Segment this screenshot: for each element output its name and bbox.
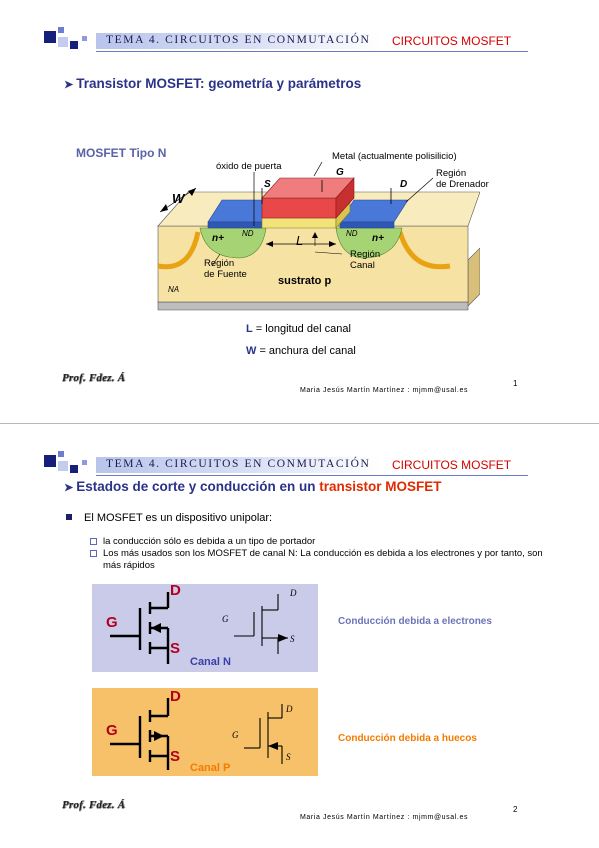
length-legend: L = longitud del canal <box>246 323 351 335</box>
main-bullet: El MOSFET es un dispositivo unipolar: <box>66 512 272 524</box>
slide-1: TEMA 4. CIRCUITOS EN CONMUTACIÓN CIRCUIT… <box>44 27 528 394</box>
footer-author: Maria Jesús Martín Martínez : mjmm@usal.… <box>300 814 469 821</box>
slide-divider <box>0 423 599 424</box>
metal-label: Metal (actualmente polisilicio) <box>332 151 457 162</box>
length-legend-text: = longitud del canal <box>252 323 351 335</box>
arrow-bullet-icon: ➤ <box>64 79 74 91</box>
drain-nd-label: ND <box>346 229 358 238</box>
length-label: L <box>296 233 304 248</box>
header-decoration <box>44 27 104 53</box>
source-region-label: Región de Fuente <box>204 258 247 280</box>
oxide-label: óxido de puerta <box>216 161 282 172</box>
source-n-plus-label: n+ <box>212 233 224 244</box>
slide-2: TEMA 4. CIRCUITOS EN CONMUTACIÓN CIRCUIT… <box>0 424 599 848</box>
slide-heading-text: Transistor MOSFET: geometría y parámetro… <box>76 76 362 91</box>
length-legend-letter: L <box>246 323 253 335</box>
p-channel-mosfet-symbol <box>110 698 170 770</box>
n-panel-caption: Canal N <box>190 656 231 668</box>
n-schematic-drain-label: D <box>290 588 297 598</box>
p-channel-panel: D G S Canal P <box>92 688 318 776</box>
header-topic: CIRCUITOS MOSFET <box>392 34 512 48</box>
p-channel-schematic-symbol: D G S <box>228 702 318 772</box>
slide-heading-accent: transistor MOSFET <box>319 479 442 494</box>
p-schematic-drain-label: D <box>286 704 293 714</box>
sub-bullet-text: la conducción sólo es debida a un tipo d… <box>103 536 316 547</box>
signature: Prof. Fdez. Á <box>62 372 126 384</box>
signature: Prof. Fdez. Á <box>62 799 126 811</box>
width-legend: W = anchura del canal <box>246 345 356 357</box>
arrow-bullet-icon: ➤ <box>64 482 74 494</box>
slide-heading: ➤Estados de corte y conducción en un tra… <box>64 479 442 494</box>
header-topic: CIRCUITOS MOSFET <box>392 458 512 472</box>
mosfet-cross-section-graphic <box>157 161 480 311</box>
source-nd-label: ND <box>242 229 254 238</box>
n-channel-mosfet-symbol <box>110 592 170 664</box>
slide-heading-text: Estados de corte y conducción en un <box>76 479 320 494</box>
width-legend-text: = anchura del canal <box>256 345 356 357</box>
n-channel-panel: D G S Canal N <box>92 582 318 672</box>
sub-bullet-item: la conducción sólo es debida a un tipo d… <box>90 536 550 548</box>
width-label: W <box>172 191 185 206</box>
n-panel-source-label: S <box>170 640 181 657</box>
slide-heading: ➤Transistor MOSFET: geometría y parámetr… <box>64 76 361 91</box>
na-label: NA <box>168 285 180 294</box>
page-number: 1 <box>513 379 518 388</box>
page-number: 2 <box>513 805 518 814</box>
hollow-square-bullet-icon <box>90 538 97 545</box>
header-rule <box>96 51 528 52</box>
header-band <box>96 33 380 49</box>
sub-bullet-item: Los más usados son los MOSFET de canal N… <box>90 548 550 572</box>
p-schematic-gate-label: G <box>232 730 239 740</box>
width-legend-letter: W <box>246 345 257 357</box>
mosfet-type-label: MOSFET Tipo N <box>76 146 167 160</box>
drain-terminal-label: D <box>400 179 408 190</box>
source-terminal-label: S <box>264 179 271 190</box>
p-panel-source-label: S <box>170 748 181 765</box>
footer-author: Maria Jesús Martín Martínez : mjmm@usal.… <box>300 387 469 394</box>
n-panel-gate-label: G <box>106 614 118 631</box>
n-channel-schematic-symbol: D G S <box>218 588 318 660</box>
p-panel-caption: Canal P <box>190 762 231 774</box>
main-bullet-text: El MOSFET es un dispositivo unipolar: <box>84 512 273 524</box>
p-panel-drain-label: D <box>170 688 181 705</box>
n-conduction-label: Conducción debida a electrones <box>338 616 492 627</box>
p-conduction-label: Conducción debida a huecos <box>338 733 477 744</box>
header-decoration <box>44 451 104 477</box>
p-schematic-source-label: S <box>286 752 291 762</box>
substrate-label: sustrato p <box>278 275 332 287</box>
gate-terminal-label: G <box>336 167 344 178</box>
p-panel-gate-label: G <box>106 722 118 739</box>
n-channel-schematic-graphic <box>234 594 288 654</box>
n-panel-drain-label: D <box>170 582 181 599</box>
sub-bullet-list: la conducción sólo es debida a un tipo d… <box>90 536 550 572</box>
p-channel-schematic-graphic <box>244 704 283 764</box>
header-band <box>96 457 380 473</box>
hollow-square-bullet-icon <box>90 550 97 557</box>
header-title: TEMA 4. CIRCUITOS EN CONMUTACIÓN <box>106 34 371 46</box>
drain-n-plus-label: n+ <box>372 233 384 244</box>
n-schematic-gate-label: G <box>222 614 229 624</box>
mosfet-cross-section-diagram: óxido de puerta Metal (actualmente polis… <box>150 148 489 318</box>
header-title: TEMA 4. CIRCUITOS EN CONMUTACIÓN <box>106 458 371 470</box>
square-bullet-icon <box>66 514 72 520</box>
sub-bullet-text: Los más usados son los MOSFET de canal N… <box>103 548 543 571</box>
drain-region-label: Región de Drenador <box>436 168 489 190</box>
channel-region-label: Región Canal <box>350 249 381 271</box>
header-rule <box>96 475 528 476</box>
n-schematic-source-label: S <box>290 634 295 644</box>
